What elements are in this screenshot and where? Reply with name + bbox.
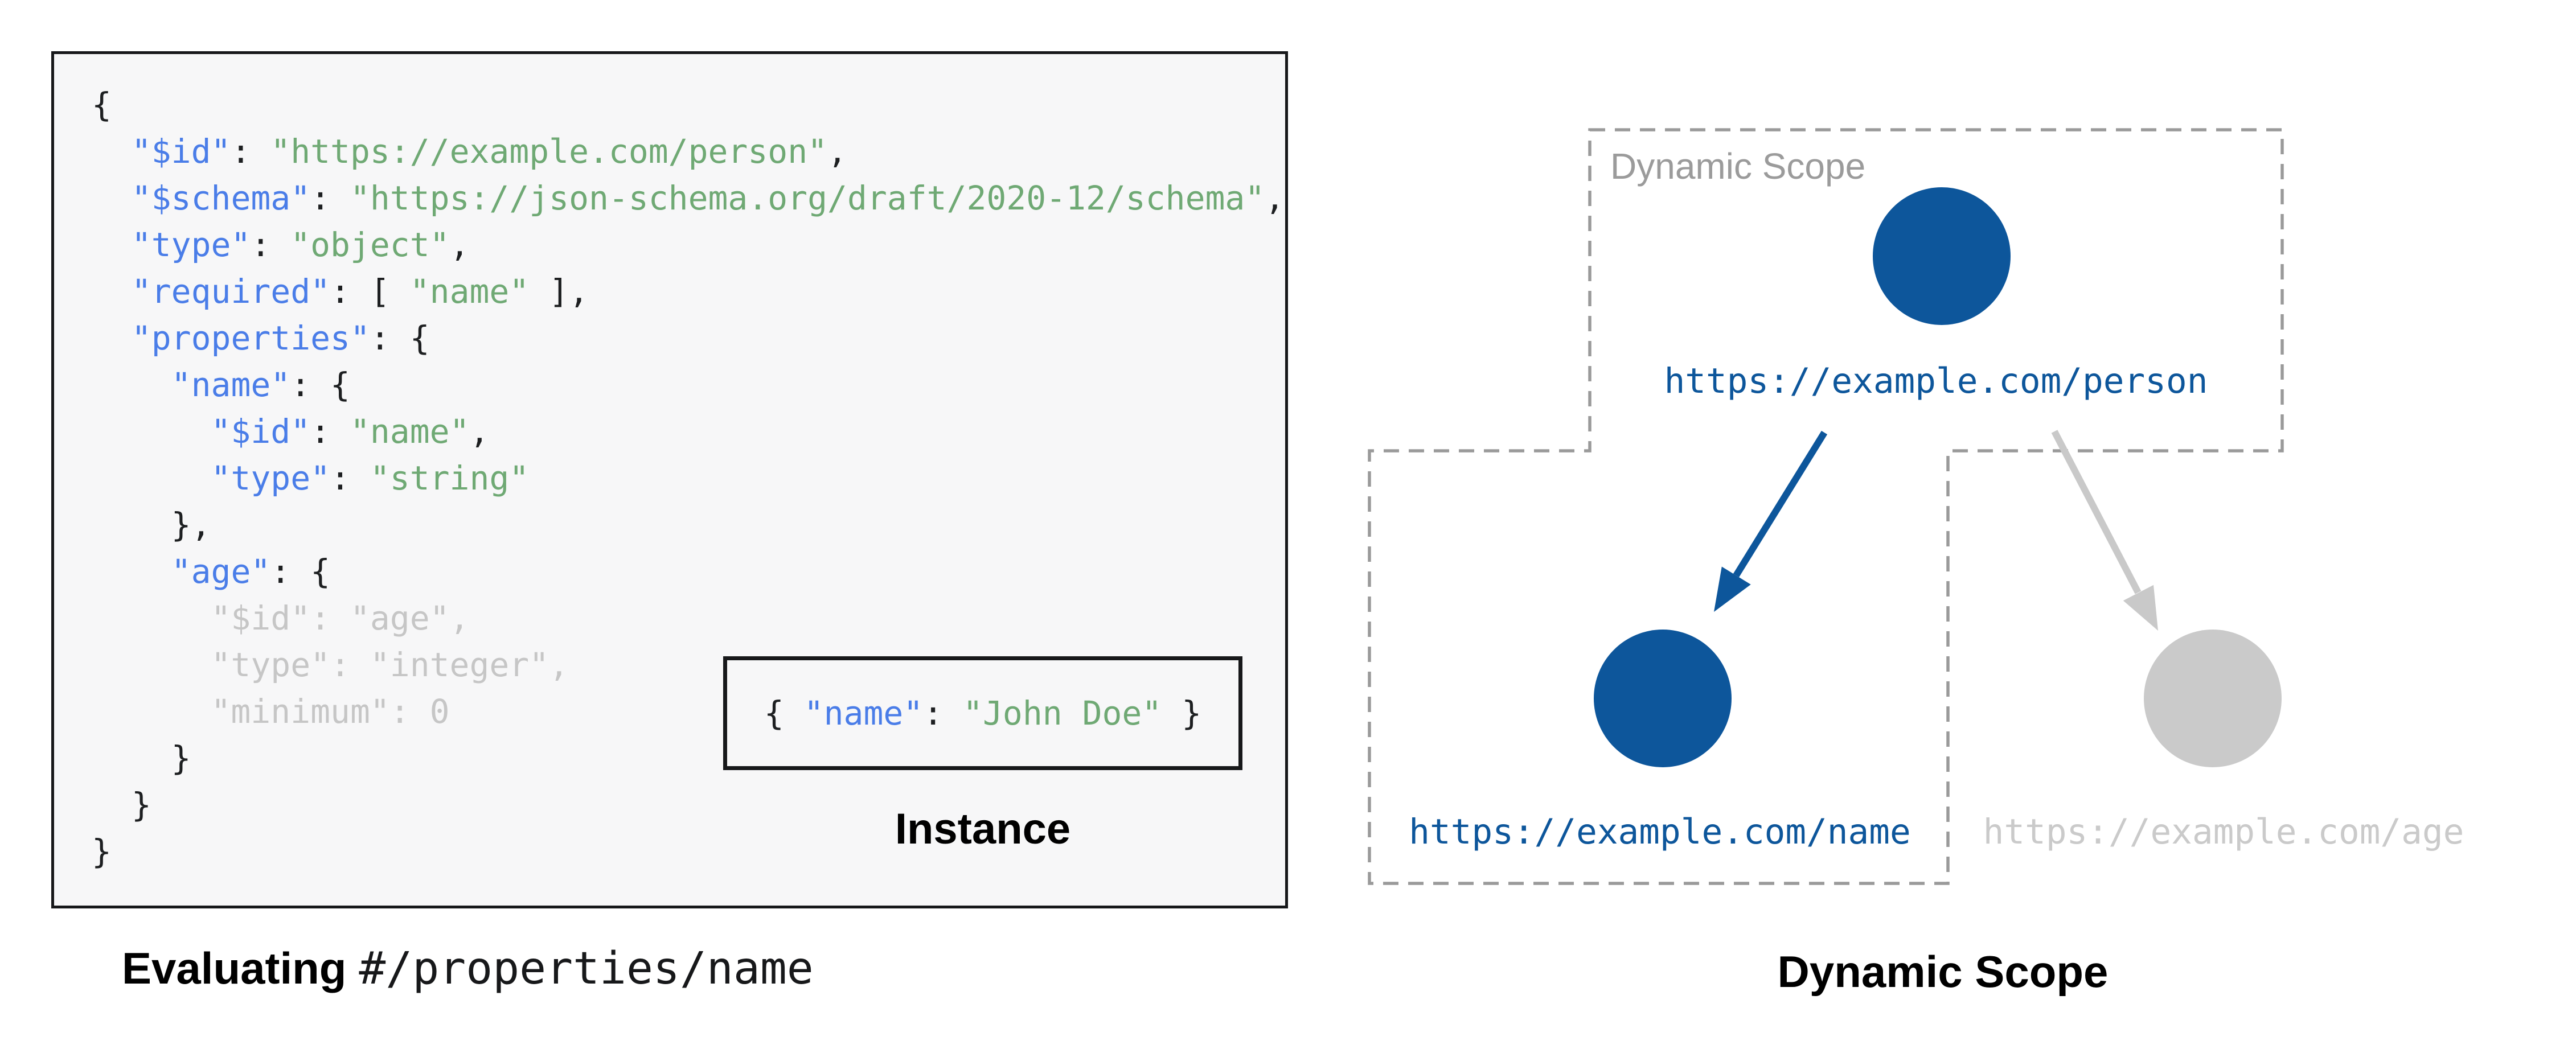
code-line: { xyxy=(92,85,112,124)
evaluating-caption: Evaluating#/properties/name xyxy=(122,943,814,994)
code-line: "$id": "name", xyxy=(211,412,490,451)
instance-box: { "name": "John Doe" } xyxy=(723,656,1242,770)
instance-label: Instance xyxy=(895,805,1071,853)
code-line: "$id": "age", xyxy=(92,599,470,637)
code-line: "type": "integer", xyxy=(92,645,569,684)
name-node-circle xyxy=(1594,630,1732,767)
person-node-circle xyxy=(1873,187,2011,325)
person-node: https://example.com/person xyxy=(1664,187,2208,401)
age-node-circle xyxy=(2144,630,2282,767)
arrow-to-name-head xyxy=(1714,566,1751,612)
scope-label: Dynamic Scope xyxy=(1610,146,1865,187)
name-url-label: https://example.com/name xyxy=(1409,812,1910,852)
code-line: { "name": "John Doe" } xyxy=(764,694,1202,733)
schema-code: { "$id": "https://example.com/person", "… xyxy=(92,81,1285,875)
dynamic-scope-caption: Dynamic Scope xyxy=(1777,947,2109,997)
code-line: "$id": "https://example.com/person", xyxy=(131,132,847,171)
code-line: "required": [ "name" ], xyxy=(131,272,589,311)
code-line: "properties": { xyxy=(131,319,430,357)
code-line: "age": { xyxy=(171,552,331,591)
instance-code: { "name": "John Doe" } xyxy=(764,694,1201,733)
code-line: "type": "object", xyxy=(131,225,470,264)
arrow-to-name-shaft xyxy=(1733,430,1828,578)
arrow-to-age xyxy=(2051,430,2158,631)
person-url-label: https://example.com/person xyxy=(1664,361,2208,401)
arrow-to-name xyxy=(1714,430,1828,612)
evaluating-caption-pointer: #/properties/name xyxy=(359,943,814,994)
code-line: "minimum": 0 xyxy=(92,692,450,731)
code-line: "name": { xyxy=(171,365,350,404)
code-line: } xyxy=(92,785,151,824)
arrow-to-age-head xyxy=(2123,585,2158,631)
evaluating-caption-bold: Evaluating xyxy=(122,943,347,993)
age-node: https://example.com/age xyxy=(1983,630,2464,852)
code-line: "$schema": "https://json-schema.org/draf… xyxy=(131,179,1285,217)
age-url-label: https://example.com/age xyxy=(1983,812,2464,852)
code-line: }, xyxy=(92,505,211,544)
scope-outline xyxy=(1368,128,2284,885)
code-line: "type": "string" xyxy=(211,459,530,497)
name-node: https://example.com/name xyxy=(1409,630,1911,852)
code-line: } xyxy=(92,832,112,871)
arrow-to-age-shaft xyxy=(2051,430,2142,594)
schema-panel: { "$id": "https://example.com/person", "… xyxy=(51,51,1288,908)
code-line: } xyxy=(92,739,191,778)
